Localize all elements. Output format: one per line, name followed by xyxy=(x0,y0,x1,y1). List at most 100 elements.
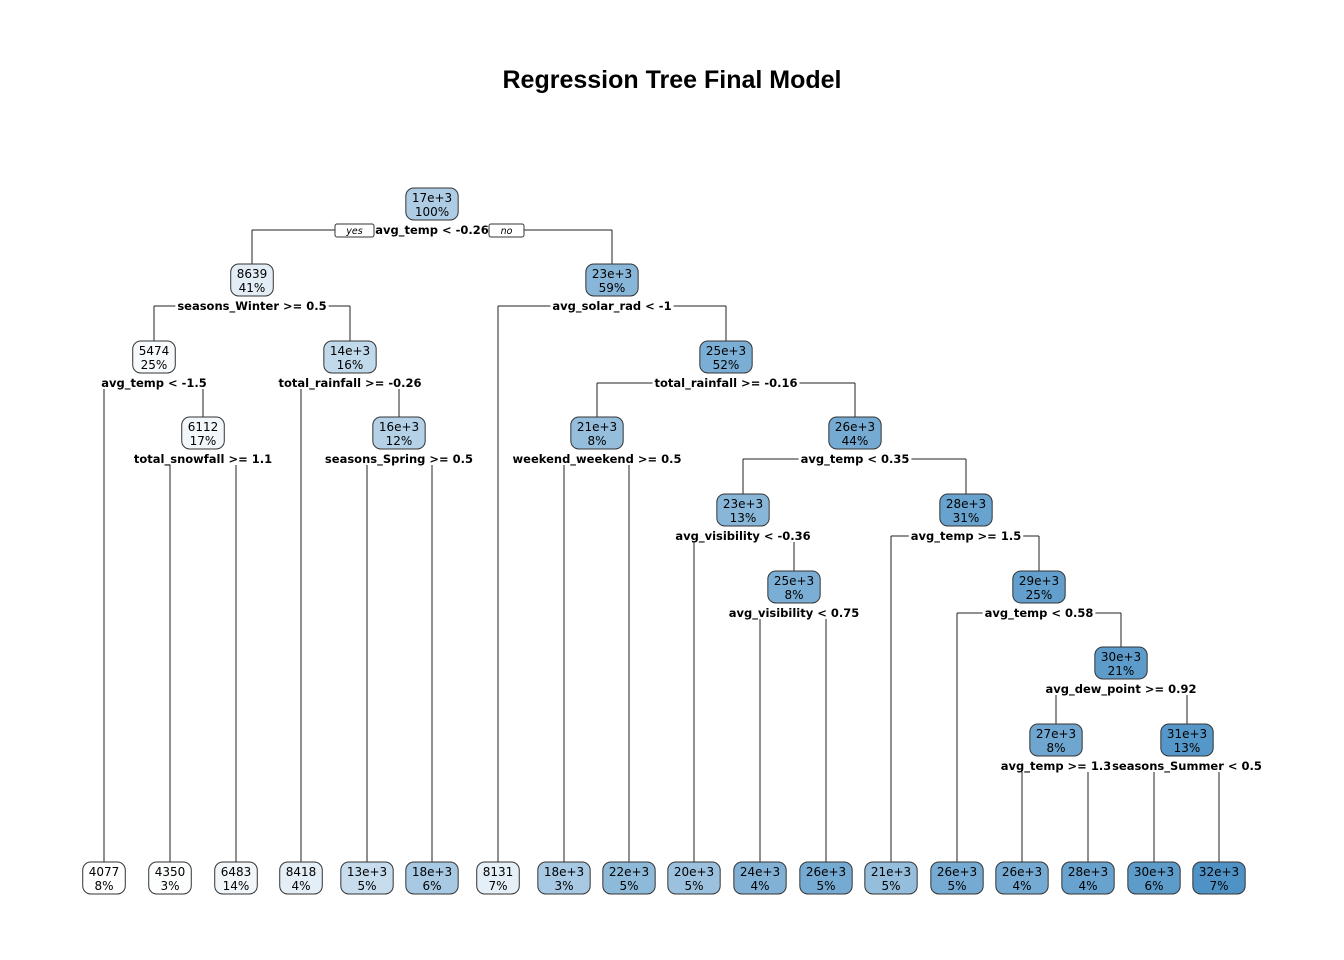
node-value: 30e+3 xyxy=(1134,865,1174,879)
node-value: 17e+3 xyxy=(412,191,452,205)
node-percent: 25% xyxy=(141,358,168,372)
node-percent: 4% xyxy=(1078,879,1097,893)
node-value: 25e+3 xyxy=(706,344,746,358)
node-percent: 7% xyxy=(1209,879,1228,893)
split-label: avg_visibility < 0.75 xyxy=(729,606,860,621)
node-box xyxy=(716,493,770,527)
node-box xyxy=(699,340,753,374)
split-label: seasons_Summer < 0.5 xyxy=(1112,759,1262,774)
tree-node: 32e+37% xyxy=(1192,861,1246,895)
node-value: 8418 xyxy=(286,865,317,879)
node-percent: 8% xyxy=(587,434,606,448)
tree-node: 14e+316% xyxy=(323,340,377,374)
tree-node: 16e+312% xyxy=(372,416,426,450)
node-box xyxy=(930,861,984,895)
node-percent: 8% xyxy=(94,879,113,893)
node-percent: 17% xyxy=(190,434,217,448)
tree-node: 25e+38% xyxy=(767,570,821,604)
split-label: avg_temp >= 1.3 xyxy=(1001,759,1111,774)
node-value: 18e+3 xyxy=(544,865,584,879)
node-box xyxy=(733,861,787,895)
yes-tag-box xyxy=(334,223,375,238)
no-tag: no xyxy=(501,226,513,237)
node-value: 21e+3 xyxy=(871,865,911,879)
split-label-bg xyxy=(673,528,813,542)
tree-node: 21e+35% xyxy=(864,861,918,895)
node-value: 31e+3 xyxy=(1167,727,1207,741)
node-percent: 5% xyxy=(357,879,376,893)
split-label: total_rainfall >= -0.16 xyxy=(655,376,798,391)
node-value: 26e+3 xyxy=(937,865,977,879)
node-box xyxy=(995,861,1049,895)
node-percent: 13% xyxy=(730,511,757,525)
node-percent: 5% xyxy=(684,879,703,893)
node-box xyxy=(537,861,591,895)
node-box xyxy=(132,340,176,374)
tree-node: 30e+36% xyxy=(1127,861,1181,895)
node-value: 24e+3 xyxy=(740,865,780,879)
tree-node: 30e+321% xyxy=(1094,646,1148,680)
node-percent: 5% xyxy=(816,879,835,893)
node-value: 23e+3 xyxy=(723,497,763,511)
node-value: 28e+3 xyxy=(1068,865,1108,879)
tree-node: 21e+38% xyxy=(570,416,624,450)
node-percent: 100% xyxy=(415,205,449,219)
node-percent: 16% xyxy=(337,358,364,372)
node-box xyxy=(570,416,624,450)
node-box xyxy=(340,861,394,895)
node-percent: 3% xyxy=(554,879,573,893)
split-label-bg xyxy=(510,451,684,465)
tree-node: 26e+344% xyxy=(828,416,882,450)
node-value: 4077 xyxy=(89,865,120,879)
node-value: 5474 xyxy=(139,344,170,358)
node-value: 8639 xyxy=(237,267,268,281)
split-label: seasons_Spring >= 0.5 xyxy=(325,452,473,467)
node-percent: 52% xyxy=(713,358,740,372)
node-box xyxy=(279,861,323,895)
node-box xyxy=(864,861,918,895)
node-percent: 3% xyxy=(160,879,179,893)
node-percent: 4% xyxy=(1012,879,1031,893)
split-label-bg xyxy=(908,528,1024,542)
no-tag-box xyxy=(488,223,525,238)
tree-node: 28e+34% xyxy=(1061,861,1115,895)
node-value: 16e+3 xyxy=(379,420,419,434)
node-box xyxy=(1160,723,1214,757)
split-label-bg xyxy=(798,451,912,465)
node-percent: 6% xyxy=(422,879,441,893)
node-percent: 41% xyxy=(239,281,266,295)
yes-tag: yes xyxy=(345,226,362,237)
tree-node: 26e+35% xyxy=(799,861,853,895)
node-box xyxy=(214,861,258,895)
node-box xyxy=(323,340,377,374)
node-percent: 8% xyxy=(784,588,803,602)
node-value: 26e+3 xyxy=(1002,865,1042,879)
node-percent: 6% xyxy=(1144,879,1163,893)
split-label-bg xyxy=(982,605,1096,619)
node-value: 6483 xyxy=(221,865,252,879)
node-box xyxy=(1192,861,1246,895)
node-value: 20e+3 xyxy=(674,865,714,879)
tree-node: 23e+359% xyxy=(585,263,639,297)
tree-node: 25e+352% xyxy=(699,340,753,374)
node-percent: 5% xyxy=(881,879,900,893)
node-value: 29e+3 xyxy=(1019,574,1059,588)
node-box xyxy=(405,187,459,221)
node-value: 4350 xyxy=(155,865,186,879)
split-label-bg xyxy=(998,758,1114,772)
tree-node: 22e+35% xyxy=(602,861,656,895)
node-box xyxy=(405,861,459,895)
node-percent: 4% xyxy=(291,879,310,893)
tree-node: 28e+331% xyxy=(939,493,993,527)
split-label: avg_dew_point >= 0.92 xyxy=(1045,682,1196,697)
node-box xyxy=(1012,570,1066,604)
node-percent: 7% xyxy=(488,879,507,893)
